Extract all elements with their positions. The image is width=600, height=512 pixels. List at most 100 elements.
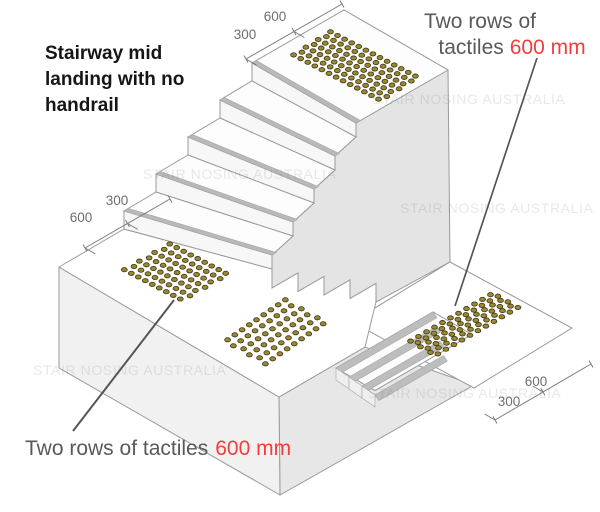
tactile-dot [328, 44, 336, 50]
tactile-dot [415, 333, 422, 340]
tactile-dot [258, 323, 266, 329]
tactile-dot [166, 266, 174, 272]
tactile-dot [390, 62, 398, 68]
tactile-dot [431, 324, 438, 330]
tactile-dot [244, 333, 252, 339]
tactile-dot [378, 70, 386, 76]
tactile-dot [346, 81, 354, 88]
tactile-dot [447, 315, 454, 321]
tactile-dot [346, 60, 353, 66]
tactile-dot [276, 321, 284, 327]
tactile-dot [455, 310, 462, 316]
tactile-dot [173, 245, 181, 251]
tactile-dot [290, 311, 298, 317]
tactile-dot [157, 269, 164, 275]
tactile-dot [458, 337, 466, 343]
tactile-dot [120, 267, 128, 273]
tactile-dot [448, 331, 456, 337]
tactile-dot [299, 325, 307, 331]
tactile-dot [260, 312, 268, 318]
tactile-dot [269, 326, 276, 332]
tactile-dot [373, 81, 381, 87]
tactile-dot [433, 334, 440, 341]
tactile-dot [181, 257, 189, 263]
tactile-dot [417, 344, 424, 350]
tactile-dot [392, 77, 400, 83]
tactile-dot [238, 327, 246, 333]
tactile-dot [376, 90, 384, 96]
tactile-dot [372, 60, 380, 66]
tactile-dot [207, 279, 214, 285]
leader-line-lower-landing [454, 57, 538, 307]
tactile-dot [385, 73, 393, 79]
tactile-dot [276, 351, 284, 357]
tactile-dot [245, 322, 253, 328]
tactile-dot [267, 307, 275, 313]
annotation-value-red: 600 mm [510, 36, 586, 59]
tactile-dot [187, 277, 195, 283]
tactile-dot [256, 355, 263, 361]
tactile-dot [457, 321, 464, 327]
tactile-dot [158, 253, 165, 259]
tactile-dot [352, 70, 359, 76]
tactile-dot [194, 256, 202, 262]
tactile-dot [463, 306, 470, 312]
watermark-text: STAIR NOSING AUSTRALIA [143, 166, 336, 182]
tactile-dot [273, 313, 281, 319]
stair-nosing-strip [374, 355, 448, 401]
tactile-dot [478, 302, 486, 308]
tactile-dot [302, 44, 310, 50]
tactile-dot [274, 332, 282, 338]
tactile-dot [143, 262, 150, 268]
tactile-dot [151, 274, 159, 281]
tactile-dot [430, 330, 438, 336]
tactile-dot [141, 278, 149, 284]
tactile-dot [369, 51, 377, 57]
tactile-dot [450, 342, 458, 348]
tactile-dot [216, 276, 224, 282]
tactile-dot [306, 320, 314, 326]
tactile-dot [380, 85, 388, 91]
tactile-dot [323, 55, 331, 61]
tactile-dot [345, 66, 352, 72]
tactile-dot [487, 292, 494, 298]
stair-nosing-strip [251, 60, 361, 124]
tactile-dot [297, 56, 305, 62]
tactile-dot [246, 352, 253, 358]
tactile-dot [483, 317, 490, 323]
tactile-dot [332, 74, 340, 80]
tactile-dot [397, 66, 405, 72]
tactile-dot [506, 309, 514, 315]
title-line-3: handrail [45, 95, 119, 116]
tactile-dot [481, 307, 488, 313]
tactile-dot [269, 356, 277, 362]
tactile-dot [282, 297, 289, 303]
tactile-dot [323, 34, 330, 40]
tactile-dot [339, 78, 347, 84]
tactile-dot [287, 303, 295, 309]
tactile-dot [158, 278, 166, 284]
tactile-dot [364, 62, 372, 68]
tactile-dot [312, 326, 320, 332]
mid-landing-lower-patch [224, 297, 327, 367]
tactile-dot [186, 293, 194, 299]
tactile-dot [486, 298, 494, 304]
tactile-dot [482, 323, 490, 329]
tactile-dot [169, 292, 177, 298]
tactile-dot [180, 273, 188, 279]
tactile-dot [432, 341, 440, 347]
tactile-dot [425, 339, 432, 345]
tactile-dot [253, 317, 260, 323]
tactile-dot [358, 52, 366, 58]
tactile-dot [407, 338, 414, 344]
stair-nosing-strip [187, 134, 319, 190]
tactile-dot [491, 312, 498, 318]
tactile-dot [231, 332, 239, 338]
tactile-dot [144, 271, 152, 277]
tactile-dot [496, 303, 504, 310]
tactile-dot [280, 308, 288, 314]
tactile-dot [462, 312, 470, 318]
tactile-dot [172, 260, 179, 267]
